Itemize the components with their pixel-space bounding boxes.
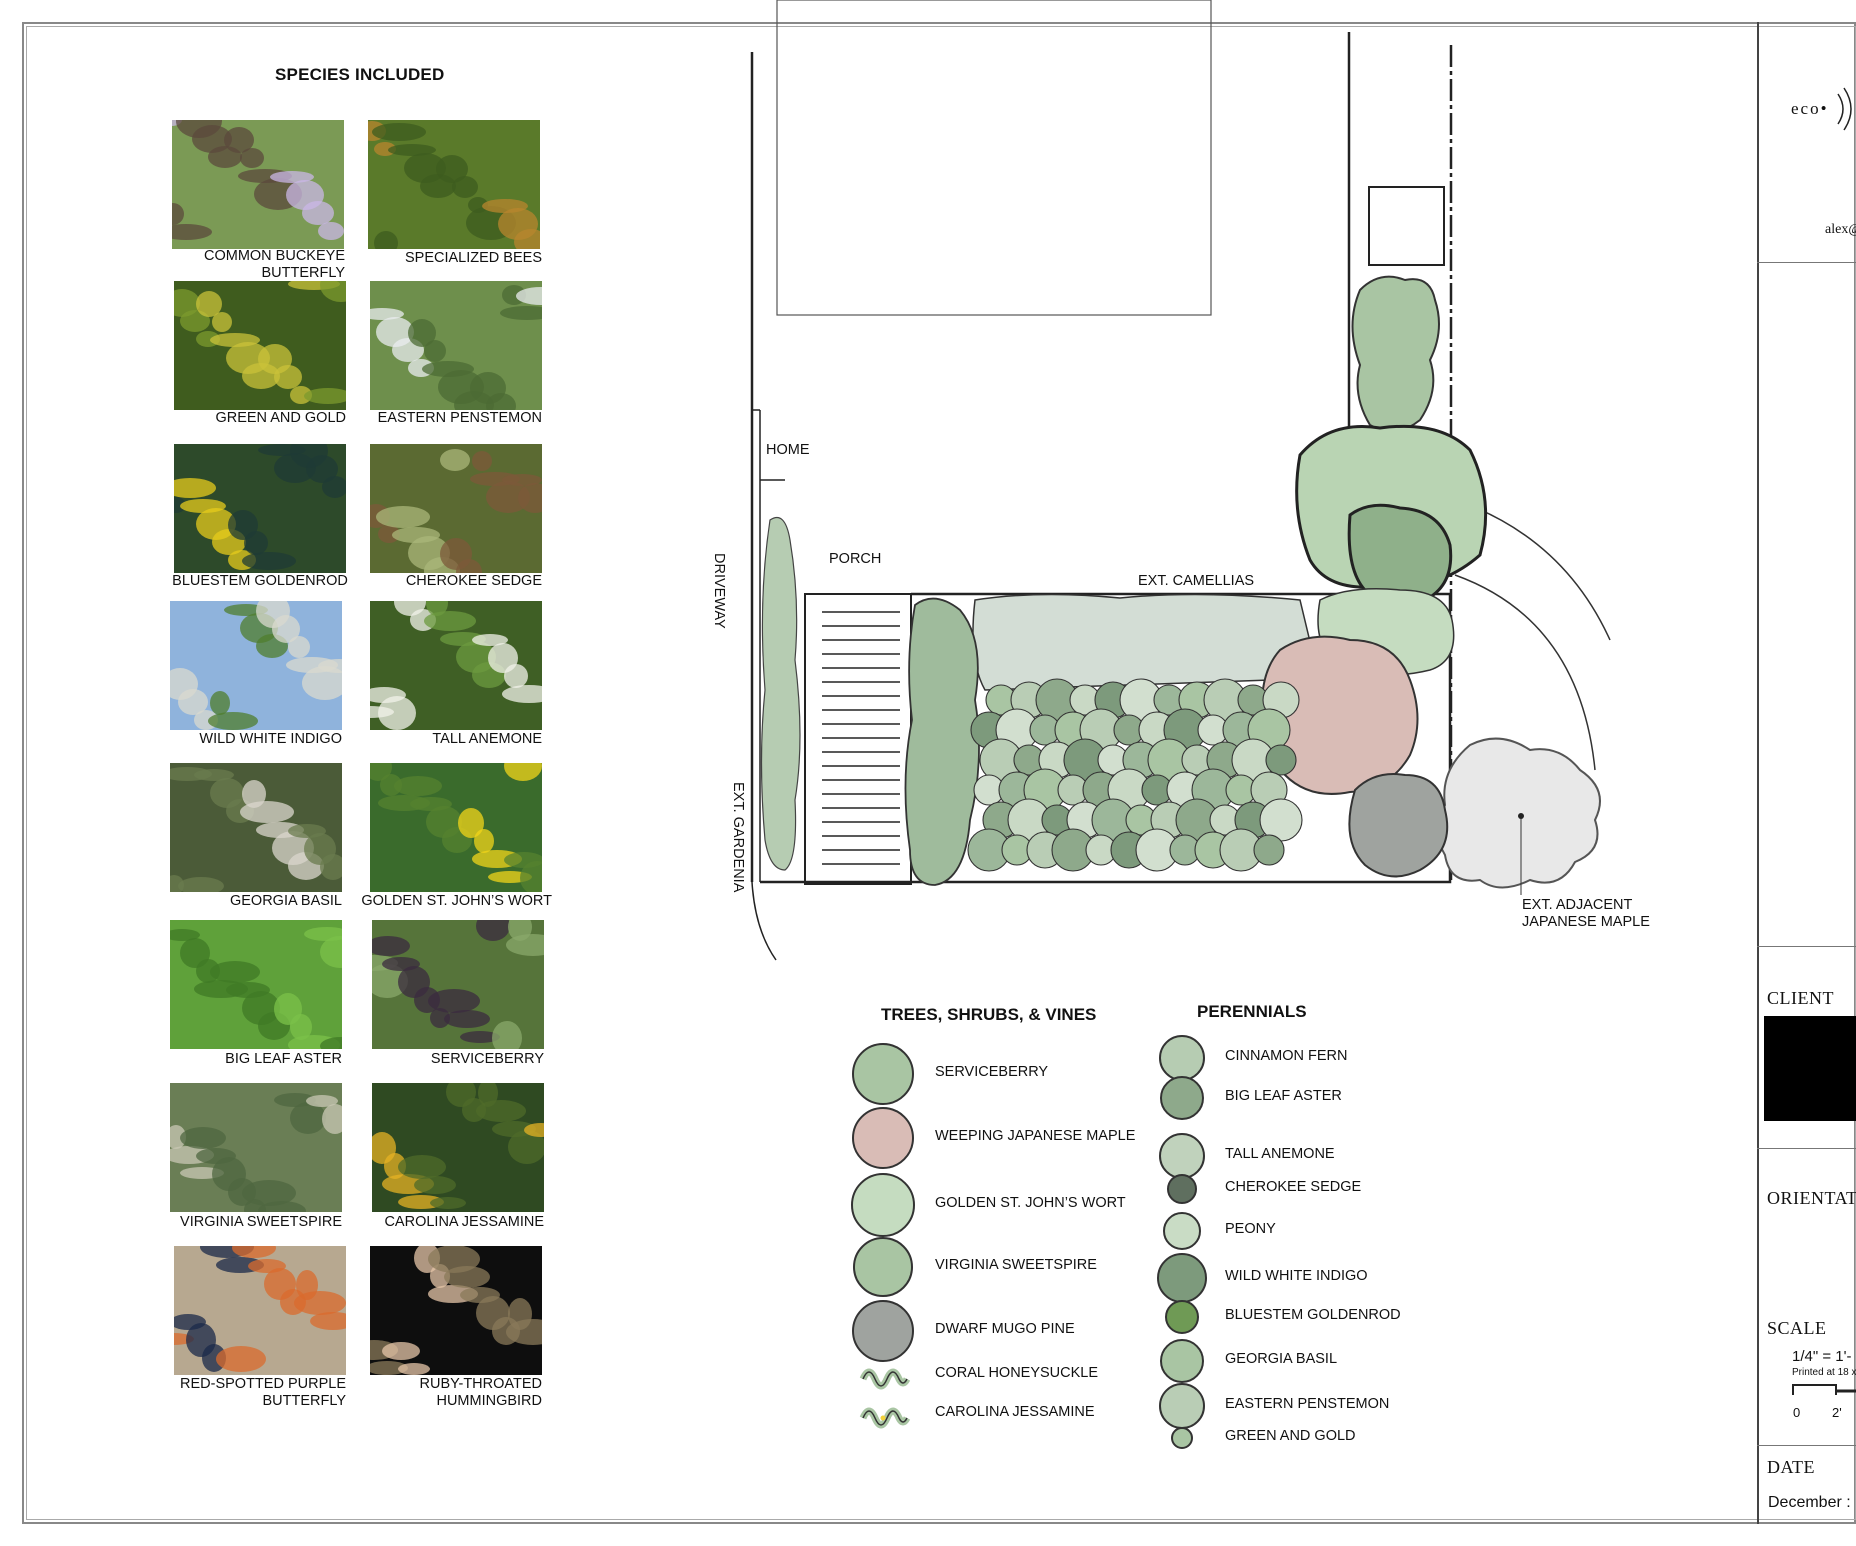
legend-symbol [853,1237,913,1297]
legend-symbol [1167,1174,1197,1204]
species-photo [370,281,542,410]
legend-perennial-item: BIG LEAF ASTER [1225,1088,1342,1104]
species-photo [372,1083,544,1212]
porch [804,593,912,885]
species-caption: SPECIALIZED BEES [405,250,542,266]
species-photo [174,281,346,410]
title-block-divider [1757,1148,1856,1149]
species-photo [170,763,342,892]
legend-symbol [1160,1076,1204,1120]
species-photo [170,601,342,730]
legend-tree-item: CAROLINA JESSAMINE [935,1404,1095,1420]
date-label: DATE [1767,1457,1815,1477]
species-photo [174,444,346,573]
site-plan [750,0,1611,961]
date-value: December : [1768,1494,1851,1511]
species-caption: EASTERN PENSTEMON [377,410,542,426]
legend-symbol [852,1107,914,1169]
legend-tree-item: SERVICEBERRY [935,1064,1049,1080]
title-block-divider [1757,946,1856,947]
orientation-label: ORIENTAT [1767,1188,1856,1208]
legend-tree-item: DWARF MUGO PINE [935,1321,1075,1337]
scale-label: SCALE [1767,1318,1827,1338]
species-caption: RUBY-THROATED HUMMINGBIRD [419,1376,542,1409]
legend-symbol [1171,1427,1193,1449]
legend-tree-item: VIRGINIA SWEETSPIRE [935,1257,1097,1273]
legend-symbol [859,1407,911,1429]
label-porch: PORCH [829,551,882,567]
species-caption: BIG LEAF ASTER [225,1051,342,1067]
species-caption: GREEN AND GOLD [215,410,346,426]
label-home: HOME [766,442,810,458]
species-photo [172,120,344,249]
legend-perennial-item: PEONY [1225,1221,1276,1237]
legend-symbol [859,1368,911,1390]
legend-perennials-title: PERENNIALS [1197,1002,1307,1021]
species-caption: TALL ANEMONE [432,731,542,747]
adjacent-maple [1436,737,1601,889]
species-photo [170,1083,342,1212]
client-box [1764,1016,1856,1121]
legend-perennial-item: EASTERN PENSTEMON [1225,1396,1390,1412]
species-title: SPECIES INCLUDED [275,65,445,84]
label-driveway: DRIVEWAY [711,553,727,629]
title-block-divider [1757,262,1856,263]
legend-symbol [851,1173,915,1237]
species-caption: SERVICEBERRY [430,1051,544,1067]
species-photo [368,120,540,249]
title-block-divider [1757,1445,1856,1446]
label-gardenia: EXT. GARDENIA [730,782,746,893]
label-maple: EXT. ADJACENT JAPANESE MAPLE [1522,897,1650,930]
species-caption: CHEROKEE SEDGE [405,573,542,589]
camellias-shape [972,593,1313,691]
logo: eco• [1791,99,1829,118]
utility-box [1368,186,1445,266]
scale-bar [1792,1384,1856,1395]
scale-tick-2: 2' [1832,1405,1842,1420]
legend-symbol [852,1300,914,1362]
legend-perennial-item: TALL ANEMONE [1225,1146,1335,1162]
species-caption: WILD WHITE INDIGO [199,731,342,747]
client-label: CLIENT [1767,988,1834,1008]
title-block-border [1757,22,1759,1524]
legend-perennial-item: WILD WHITE INDIGO [1225,1268,1368,1284]
label-camellias: EXT. CAMELLIAS [1138,573,1255,589]
species-caption: RED-SPOTTED PURPLE BUTTERFLY [180,1376,346,1409]
species-photo [372,920,544,1049]
legend-trees-title: TREES, SHRUBS, & VINES [881,1005,1097,1024]
perennial-mark [1253,834,1285,866]
legend-tree-item: CORAL HONEYSUCKLE [935,1365,1099,1381]
driveway-curve [751,881,777,961]
legend-symbol [1165,1300,1199,1334]
legend-symbol [1163,1212,1201,1250]
species-caption: VIRGINIA SWEETSPIRE [180,1214,342,1230]
perennial-mark [1265,744,1297,776]
species-photo [170,920,342,1049]
neighbor-building [776,0,1212,316]
species-photo [370,444,542,573]
species-photo [370,601,542,730]
legend-perennial-item: CINNAMON FERN [1225,1048,1348,1064]
species-caption: BLUESTEM GOLDENROD [172,573,348,589]
printed-note: Printed at 18 x [1792,1367,1856,1378]
species-photo [370,763,542,892]
legend-perennial-item: CHEROKEE SEDGE [1225,1179,1362,1195]
species-photo [174,1246,346,1375]
legend-perennial-item: GREEN AND GOLD [1225,1428,1356,1444]
legend-tree-item: WEEPING JAPANESE MAPLE [935,1128,1136,1144]
species-caption: COMMON BUCKEYE BUTTERFLY [204,248,345,281]
species-caption: CAROLINA JESSAMINE [384,1214,544,1230]
species-caption: GEORGIA BASIL [229,893,342,909]
legend-perennial-item: BLUESTEM GOLDENROD [1225,1307,1401,1323]
scale-tick-0: 0 [1793,1405,1801,1420]
email: alex@ [1825,222,1856,237]
scale-value: 1/4" = 1'- [1792,1348,1852,1365]
legend-symbol [852,1043,914,1105]
legend-symbol [1160,1339,1204,1383]
logo-wave-icon [1837,87,1852,131]
species-photo [370,1246,542,1375]
legend-tree-item: GOLDEN ST. JOHN’S WORT [935,1195,1126,1211]
species-caption: GOLDEN ST. JOHN’S WORT [361,893,552,909]
legend-perennial-item: GEORGIA BASIL [1225,1351,1338,1367]
